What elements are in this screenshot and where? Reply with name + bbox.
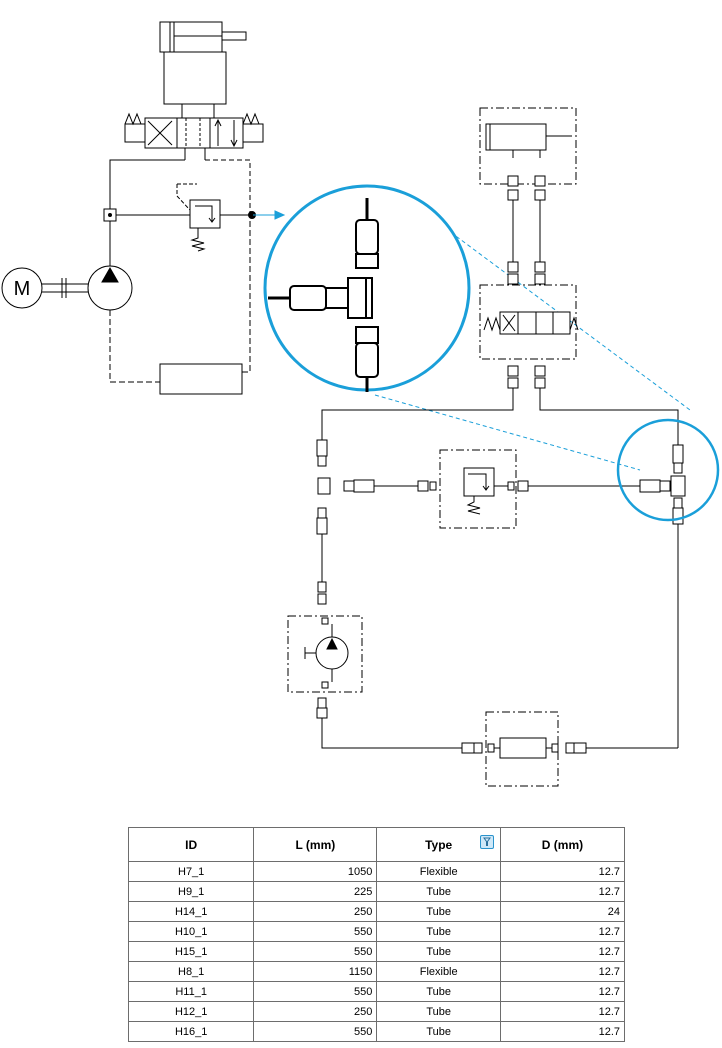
- cell-length: 550: [253, 981, 378, 1002]
- cell-type: Flexible: [376, 961, 501, 982]
- cell-diameter: 12.7: [499, 981, 626, 1002]
- table-row[interactable]: H8_1 1150 Flexible 12.7: [127, 961, 626, 982]
- hydraulic-schematic: M: [1, 21, 720, 787]
- cell-id: H9_1: [127, 881, 255, 902]
- physical-layout: [287, 107, 720, 787]
- cell-length: 550: [253, 941, 378, 962]
- table-row[interactable]: H7_1 1050 Flexible 12.7: [127, 861, 626, 882]
- cell-id: H12_1: [127, 1001, 255, 1022]
- cell-id: H14_1: [127, 901, 255, 922]
- pump[interactable]: [87, 265, 133, 311]
- pump-group[interactable]: [287, 615, 363, 693]
- directional-valve[interactable]: [124, 112, 264, 149]
- cell-type: Tube: [376, 1001, 501, 1022]
- col-type[interactable]: Type: [376, 827, 501, 862]
- cell-diameter: 12.7: [499, 941, 626, 962]
- cell-length: 550: [253, 921, 378, 942]
- cylinder-top[interactable]: [159, 21, 247, 53]
- motor-label: M: [14, 278, 31, 300]
- cylinder-group[interactable]: [479, 107, 577, 185]
- relief-valve[interactable]: [176, 183, 221, 252]
- cylinder-body: [163, 51, 227, 105]
- tank-filter[interactable]: [159, 363, 243, 395]
- cell-id: H16_1: [127, 1021, 255, 1042]
- cell-type: Tube: [376, 941, 501, 962]
- cell-diameter: 12.7: [499, 1021, 626, 1042]
- cell-id: H10_1: [127, 921, 255, 942]
- table-row[interactable]: H12_1 250 Tube 12.7: [127, 1001, 626, 1022]
- cell-id: H15_1: [127, 941, 255, 962]
- schematic-circuit: M: [1, 21, 286, 395]
- col-id[interactable]: ID: [127, 827, 255, 862]
- cell-type: Tube: [376, 981, 501, 1002]
- cell-length: 550: [253, 1021, 378, 1042]
- motor[interactable]: M: [1, 267, 88, 309]
- table-row[interactable]: H16_1 550 Tube 12.7: [127, 1021, 626, 1042]
- hose-table: ID L (mm) Type D (mm) H7_1 1050 Flexible…: [127, 827, 626, 1042]
- cell-type: Tube: [376, 1021, 501, 1042]
- table-row[interactable]: H10_1 550 Tube 12.7: [127, 921, 626, 942]
- table-row[interactable]: H14_1 250 Tube 24: [127, 901, 626, 922]
- table-row[interactable]: H9_1 225 Tube 12.7: [127, 881, 626, 902]
- cell-type: Flexible: [376, 861, 501, 882]
- col-type-label: Type: [425, 837, 453, 852]
- cell-type: Tube: [376, 881, 501, 902]
- detail-zoom-circle: [263, 184, 691, 471]
- valve-group[interactable]: [479, 284, 577, 360]
- cell-length: 250: [253, 1001, 378, 1022]
- cell-type: Tube: [376, 901, 501, 922]
- cell-diameter: 12.7: [499, 961, 626, 982]
- table-header-row: ID L (mm) Type D (mm): [127, 827, 626, 862]
- cell-diameter: 12.7: [499, 1001, 626, 1022]
- cell-id: H7_1: [127, 861, 255, 882]
- cell-length: 250: [253, 901, 378, 922]
- tee-highlight-circle: [616, 418, 720, 522]
- cell-length: 1150: [253, 961, 378, 982]
- cell-id: H11_1: [127, 981, 255, 1002]
- cell-type: Tube: [376, 921, 501, 942]
- table-row[interactable]: H15_1 550 Tube 12.7: [127, 941, 626, 962]
- cell-length: 1050: [253, 861, 378, 882]
- col-length[interactable]: L (mm): [253, 827, 378, 862]
- cell-diameter: 24: [499, 901, 626, 922]
- cell-length: 225: [253, 881, 378, 902]
- cell-diameter: 12.7: [499, 861, 626, 882]
- filter-icon[interactable]: [479, 835, 494, 849]
- cell-diameter: 12.7: [499, 881, 626, 902]
- cell-diameter: 12.7: [499, 921, 626, 942]
- cell-id: H8_1: [127, 961, 255, 982]
- table-row[interactable]: H11_1 550 Tube 12.7: [127, 981, 626, 1002]
- relief-valve-group[interactable]: [439, 449, 517, 529]
- col-diameter[interactable]: D (mm): [499, 827, 626, 862]
